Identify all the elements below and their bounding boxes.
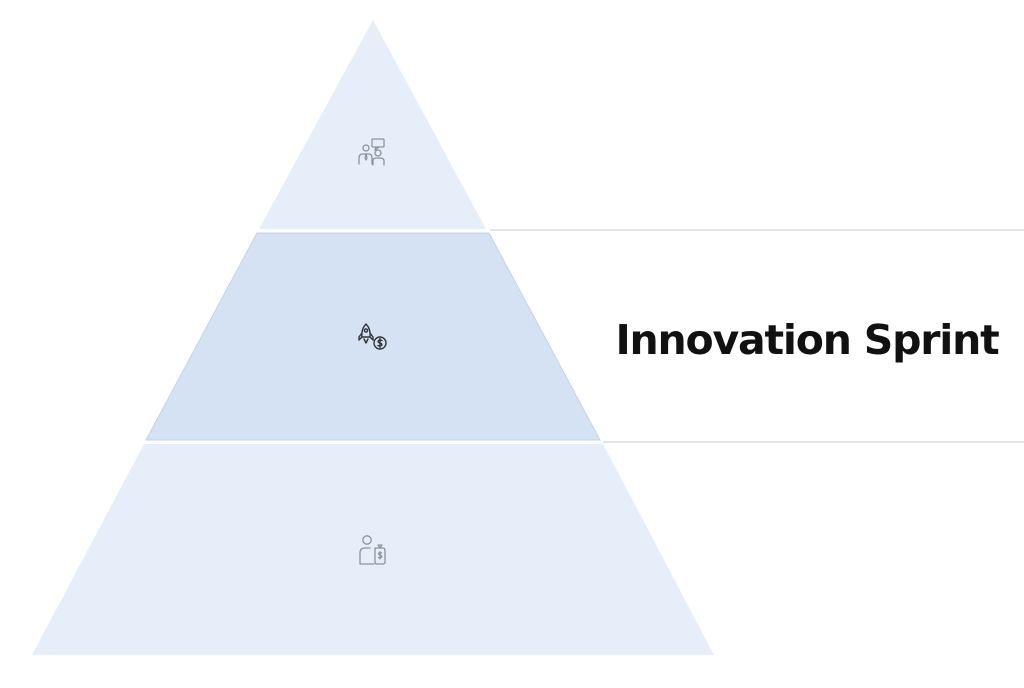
- rocket-dollar-icon: [358, 323, 387, 350]
- tier-label-innovation-sprint: Innovation Sprint: [615, 316, 999, 364]
- pyramid-tier-top[interactable]: [259, 20, 486, 229]
- person-money-icon: [359, 535, 386, 565]
- pyramid-tier-bottom[interactable]: [32, 444, 714, 655]
- team-presentation-icon: [358, 138, 385, 166]
